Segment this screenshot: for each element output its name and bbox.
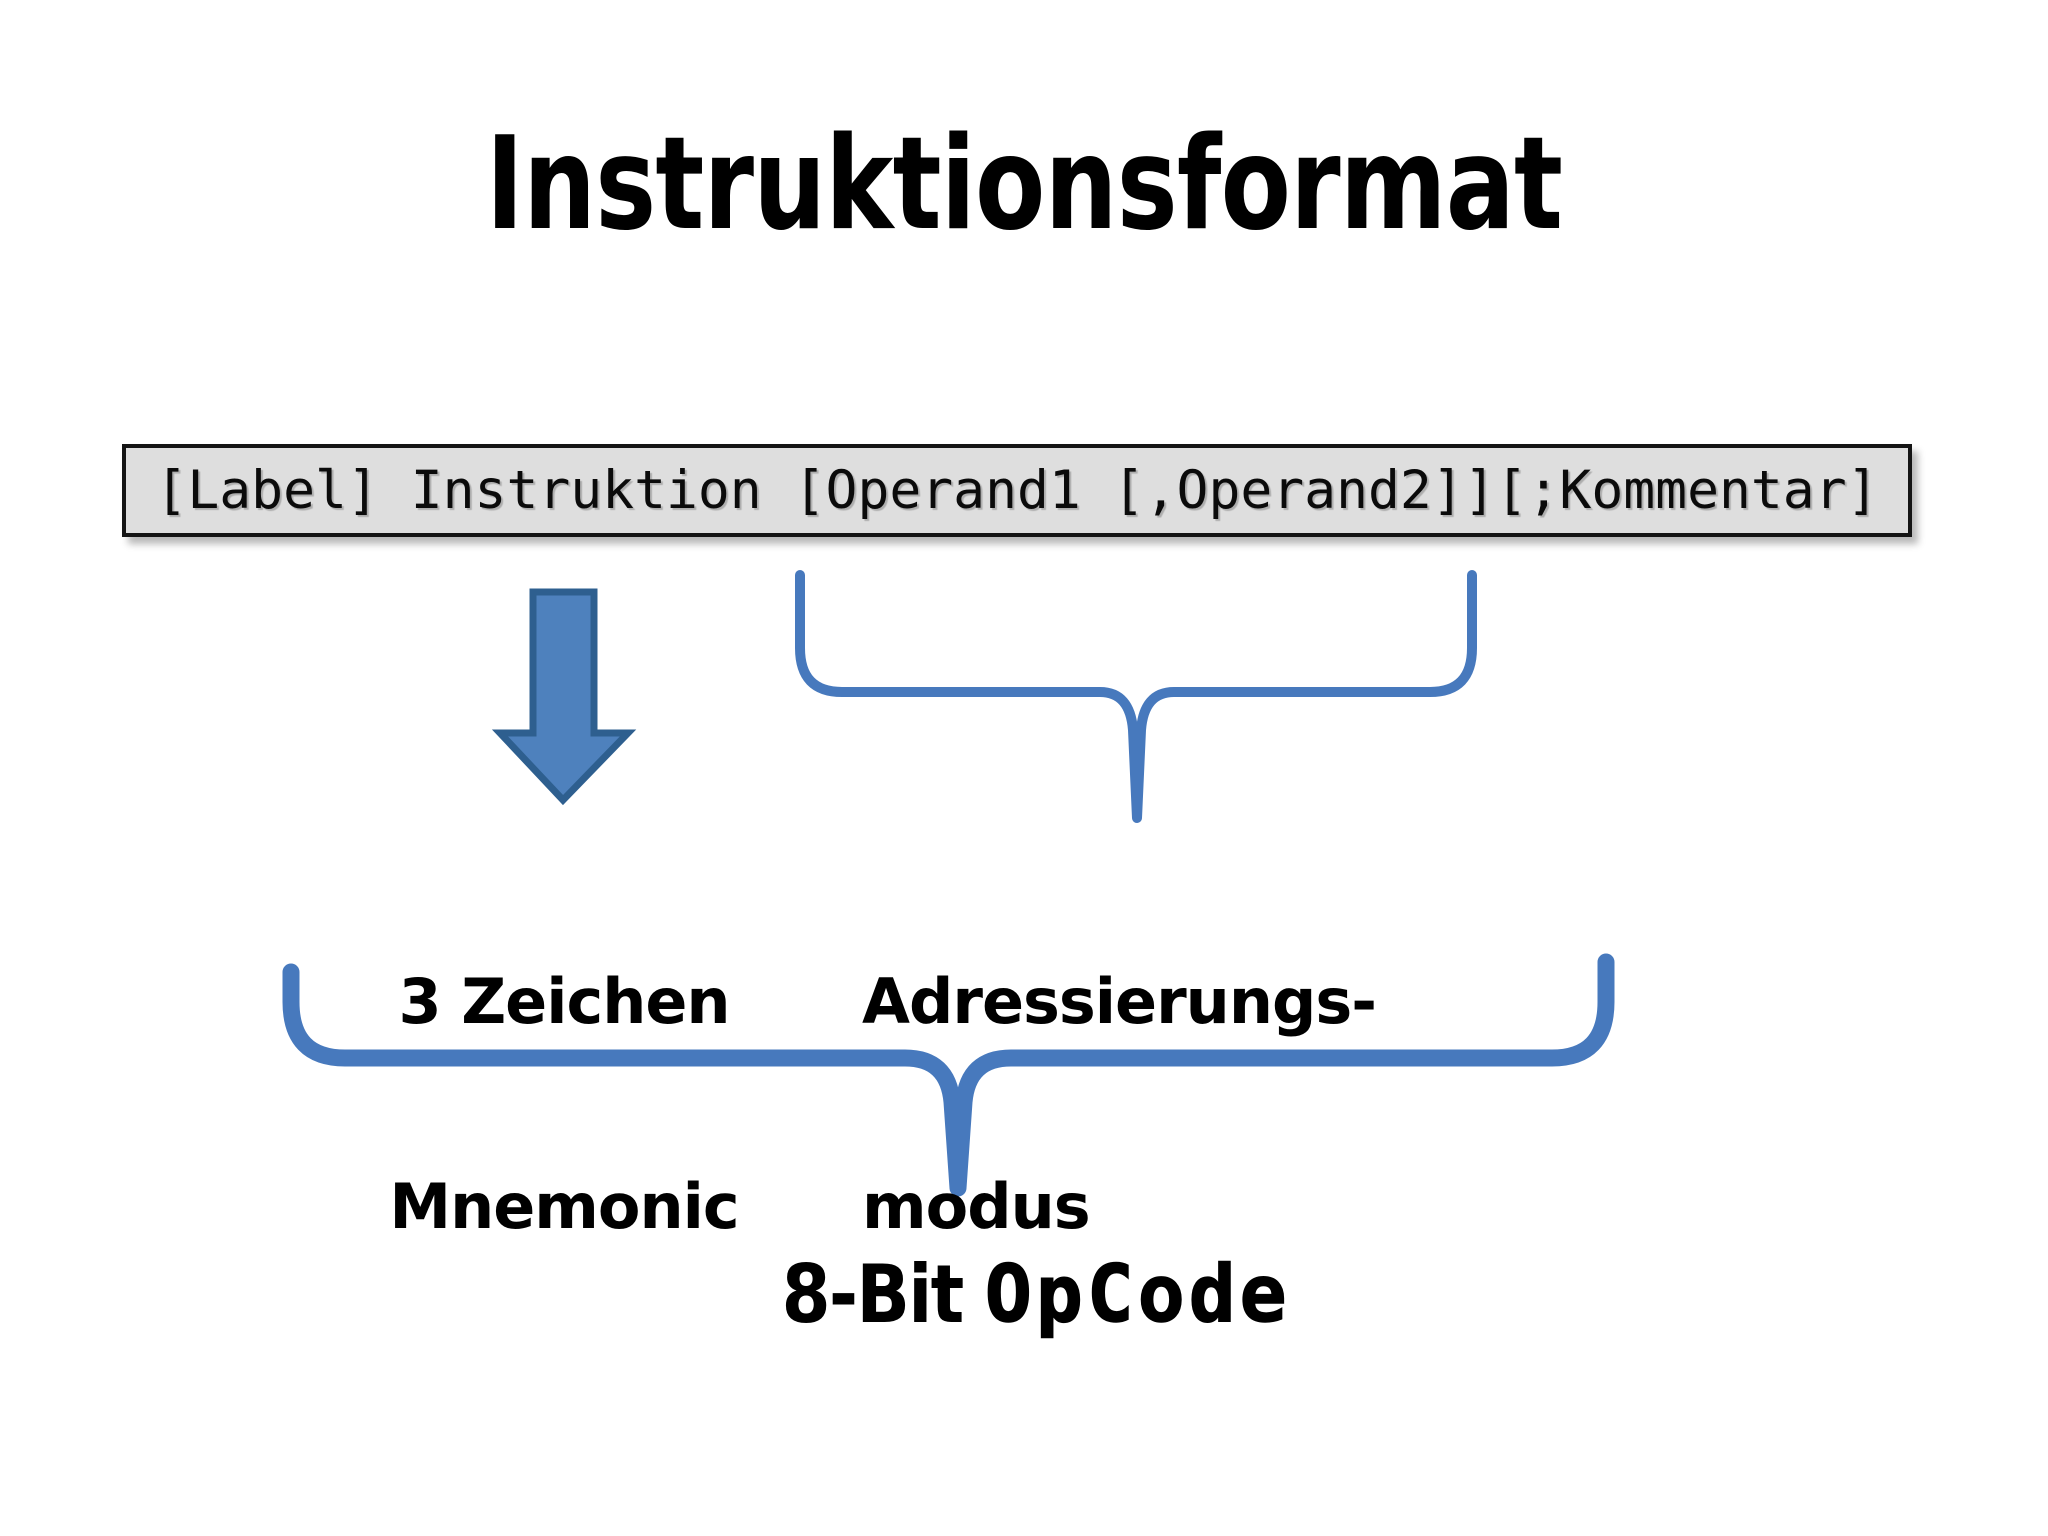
addressing-mode-label-line2: modus (862, 1169, 1091, 1243)
mnemonic-label-group: 3 Zeichen Mnemonic (334, 832, 794, 1378)
addressing-mode-label-line1: Adressierungs- (862, 965, 1377, 1039)
mnemonic-label-line2: Mnemonic (389, 1169, 739, 1243)
mnemonic-label-line1: 3 Zeichen (398, 965, 730, 1039)
down-arrow-icon (491, 588, 637, 806)
upper-curly-brace-icon (795, 570, 1477, 823)
opcode-prefix-label: 8-Bit (782, 1248, 965, 1341)
instruction-syntax-box: [Label] Instruktion [Operand1 [,Operand2… (122, 444, 1912, 537)
page-title: Instruktionsformat (485, 110, 1563, 259)
addressing-mode-label-group: Adressierungs- modus (862, 832, 1482, 1378)
opcode-mono-label: OpCode (984, 1249, 1291, 1341)
instruction-syntax-text: [Label] Instruktion [Operand1 [,Operand2… (155, 460, 1879, 521)
